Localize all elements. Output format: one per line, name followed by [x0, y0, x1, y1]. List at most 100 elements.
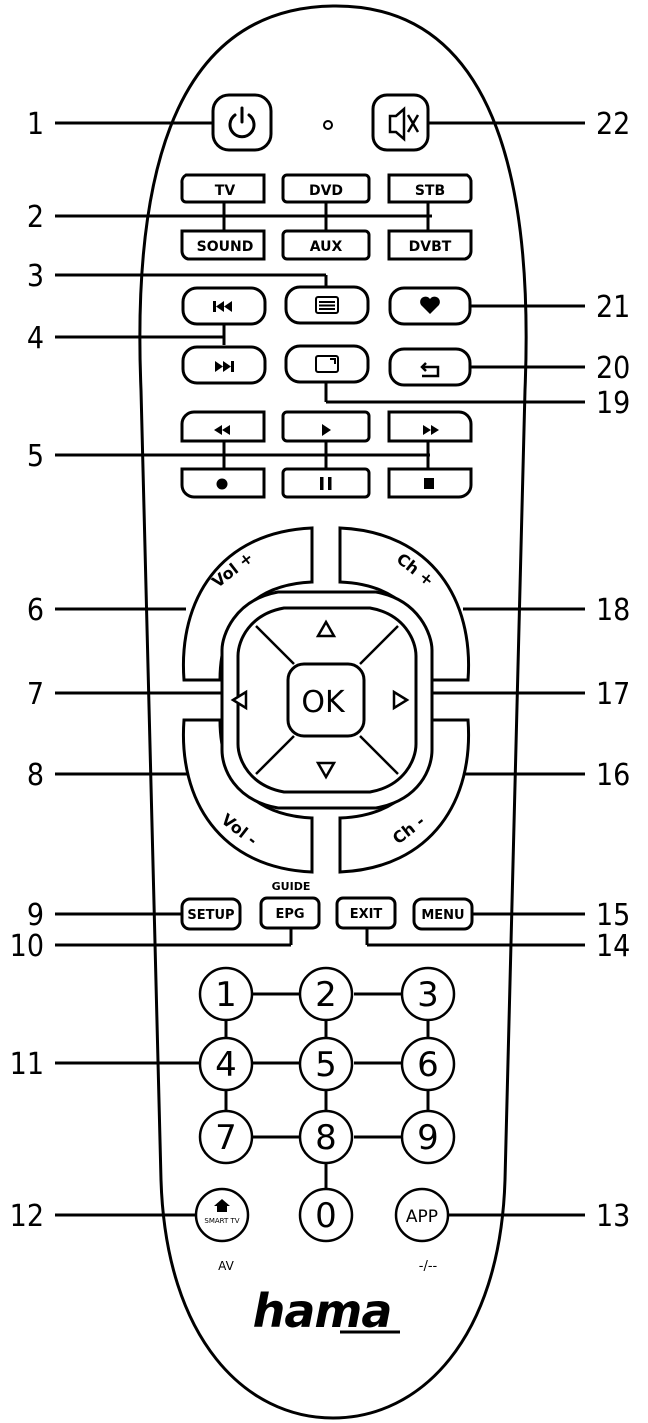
- callout-10: 10: [10, 929, 44, 964]
- skip-previous-button[interactable]: [181, 286, 267, 326]
- back-icon: [420, 362, 440, 378]
- dvd-label: DVD: [309, 183, 343, 199]
- favorite-button[interactable]: [388, 286, 472, 326]
- home-icon: [214, 1199, 230, 1212]
- smart-tv-label: SMART TV: [204, 1217, 239, 1225]
- aspect-button[interactable]: [284, 344, 370, 384]
- arrow-left-icon: [230, 689, 248, 711]
- key-9-label: 9: [417, 1118, 439, 1158]
- arrow-right-icon: [392, 689, 410, 711]
- aux-label: AUX: [310, 239, 343, 255]
- back-button[interactable]: [388, 347, 472, 387]
- key-7-label: 7: [215, 1118, 237, 1158]
- callout-lines: [55, 121, 585, 1217]
- hama-logo: hama: [253, 1284, 400, 1338]
- teletext-button[interactable]: [284, 285, 370, 325]
- rewind-icon: [214, 425, 230, 435]
- callout-22: 22: [596, 107, 630, 142]
- key-2[interactable]: [298, 966, 354, 1022]
- dpad-dividers: [255, 625, 399, 775]
- arrow-up-icon: [315, 619, 337, 638]
- svg-text:hama: hama: [253, 1284, 392, 1338]
- exit-label: EXIT: [350, 907, 383, 922]
- epg-button[interactable]: [259, 896, 321, 930]
- menu-button[interactable]: [412, 897, 474, 931]
- key-5-label: 5: [315, 1045, 337, 1085]
- setup-label: SETUP: [187, 908, 234, 923]
- callout-1: 1: [27, 107, 44, 142]
- callout-7: 7: [27, 677, 44, 712]
- play-button[interactable]: [281, 410, 371, 443]
- dpad-up-button[interactable]: [315, 619, 337, 638]
- sound-button[interactable]: [180, 229, 266, 261]
- callout-21: 21: [596, 290, 630, 325]
- heart-icon: [420, 296, 440, 314]
- record-icon: [216, 478, 228, 490]
- key-smart-tv[interactable]: [194, 1187, 250, 1243]
- callout-15: 15: [596, 898, 630, 933]
- dpad-left-button[interactable]: [230, 689, 248, 711]
- dpad-right-button[interactable]: [392, 689, 410, 711]
- ok-button[interactable]: OK: [286, 662, 366, 738]
- arrow-down-icon: [315, 761, 337, 780]
- callout-12: 12: [10, 1199, 44, 1234]
- callout-9: 9: [27, 898, 44, 933]
- callout-17: 17: [596, 677, 630, 712]
- key-0[interactable]: [298, 1187, 354, 1243]
- setup-button[interactable]: [180, 897, 242, 931]
- key-9[interactable]: [400, 1109, 456, 1165]
- dvbt-label: DVBT: [409, 239, 452, 255]
- tv-label: TV: [215, 183, 236, 199]
- skip-previous-icon: [213, 301, 232, 312]
- mute-button[interactable]: [371, 93, 430, 152]
- skip-next-button[interactable]: [181, 345, 267, 385]
- fast-forward-button[interactable]: [387, 410, 473, 443]
- callout-13: 13: [596, 1199, 630, 1234]
- menu-label: MENU: [421, 908, 464, 923]
- play-icon: [322, 424, 331, 436]
- stop-icon: [424, 478, 434, 489]
- key-app[interactable]: [394, 1187, 450, 1243]
- rewind-button[interactable]: [180, 410, 266, 443]
- callout-14: 14: [596, 929, 630, 964]
- callout-16: 16: [596, 758, 630, 793]
- callout-2: 2: [27, 200, 44, 235]
- power-icon: [228, 106, 256, 139]
- dash-label: -/--: [419, 1259, 438, 1274]
- aux-button[interactable]: [281, 229, 371, 261]
- dvbt-button[interactable]: [387, 229, 473, 261]
- app-label: APP: [406, 1207, 438, 1227]
- key-0-label: 0: [315, 1196, 337, 1236]
- key-5[interactable]: [298, 1036, 354, 1092]
- key-8[interactable]: [298, 1109, 354, 1165]
- key-3[interactable]: [400, 966, 456, 1022]
- key-1[interactable]: [198, 966, 254, 1022]
- dpad-down-button[interactable]: [315, 761, 337, 780]
- av-label: AV: [218, 1259, 234, 1273]
- callout-3: 3: [27, 259, 44, 294]
- key-7[interactable]: [198, 1109, 254, 1165]
- sound-label: SOUND: [197, 239, 254, 255]
- stb-button[interactable]: [387, 173, 473, 204]
- callout-18: 18: [596, 593, 630, 628]
- mute-icon: [388, 106, 420, 142]
- key-6[interactable]: [400, 1036, 456, 1092]
- callout-20: 20: [596, 351, 630, 386]
- exit-button[interactable]: [335, 896, 397, 930]
- pause-button[interactable]: [281, 467, 371, 499]
- key-4-label: 4: [215, 1045, 237, 1085]
- teletext-icon: [315, 296, 339, 314]
- callout-19: 19: [596, 386, 630, 421]
- callout-6: 6: [27, 593, 44, 628]
- epg-label: EPG: [275, 907, 304, 922]
- aspect-icon: [315, 355, 339, 373]
- power-button[interactable]: [211, 93, 273, 152]
- dpad: OK: [220, 590, 434, 810]
- key-6-label: 6: [417, 1045, 439, 1085]
- dvd-button[interactable]: [281, 173, 371, 204]
- stb-label: STB: [415, 183, 445, 199]
- key-8-label: 8: [315, 1118, 337, 1158]
- tv-button[interactable]: [180, 173, 266, 204]
- key-4[interactable]: [198, 1036, 254, 1092]
